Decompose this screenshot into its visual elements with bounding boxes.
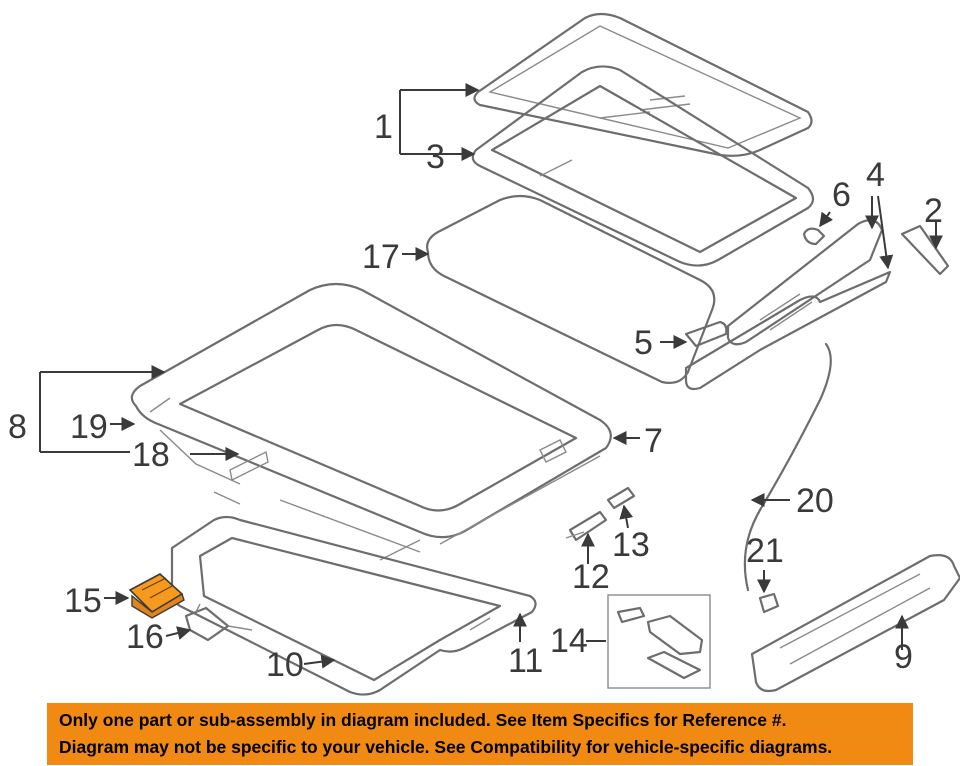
clamp-part-21 bbox=[758, 592, 780, 614]
disclaimer-line-1: Only one part or sub-assembly in diagram… bbox=[59, 710, 787, 730]
callout-5: 5 bbox=[634, 324, 653, 362]
part-5 bbox=[684, 320, 728, 348]
callout-15: 15 bbox=[64, 582, 102, 620]
callout-2: 2 bbox=[924, 192, 943, 230]
motor-part-16 bbox=[184, 603, 253, 642]
disclaimer-line-2: Diagram may not be specific to your vehi… bbox=[59, 737, 833, 757]
callout-8: 8 bbox=[8, 408, 27, 446]
callout-16: 16 bbox=[126, 618, 164, 656]
bracket-part-2 bbox=[900, 224, 950, 276]
leader-lines bbox=[39, 90, 943, 669]
glass-seal-part-3 bbox=[471, 65, 815, 267]
callout-3: 3 bbox=[426, 138, 445, 176]
sunshade-part-10 bbox=[170, 515, 537, 696]
reinforcement-part-9 bbox=[750, 554, 960, 693]
callout-12: 12 bbox=[572, 558, 610, 596]
clip-part-12 bbox=[565, 510, 608, 542]
callout-13: 13 bbox=[612, 526, 650, 564]
callout-9: 9 bbox=[894, 638, 913, 676]
callout-11: 11 bbox=[508, 642, 543, 680]
bumper-part-6 bbox=[802, 227, 826, 246]
callout-20: 20 bbox=[796, 482, 834, 520]
highlighted-part-15 bbox=[128, 573, 185, 619]
callout-19: 19 bbox=[70, 408, 108, 446]
callout-6: 6 bbox=[832, 176, 851, 214]
drain-hose-part-20 bbox=[743, 342, 832, 592]
callout-14: 14 bbox=[550, 622, 588, 660]
guide-part-11 bbox=[469, 617, 491, 631]
callout-4: 4 bbox=[866, 156, 885, 194]
callout-21: 21 bbox=[746, 532, 784, 570]
callout-10: 10 bbox=[266, 646, 304, 684]
guide-rail-part-4 bbox=[684, 219, 892, 391]
weatherstrip-part-17 bbox=[426, 194, 716, 384]
clip-part-13 bbox=[606, 486, 636, 510]
disclaimer-banner: Only one part or sub-assembly in diagram… bbox=[47, 703, 913, 765]
inset-part-14 bbox=[607, 594, 711, 689]
callout-18: 18 bbox=[132, 436, 170, 474]
callout-7: 7 bbox=[644, 422, 663, 460]
callout-1: 1 bbox=[374, 108, 393, 146]
sunroof-frame-part-8 bbox=[130, 282, 612, 561]
callout-17: 17 bbox=[362, 238, 400, 276]
sunroof-parts-diagram: 1 2 3 4 5 6 7 8 9 10 11 12 13 14 15 16 1… bbox=[8, 12, 960, 696]
